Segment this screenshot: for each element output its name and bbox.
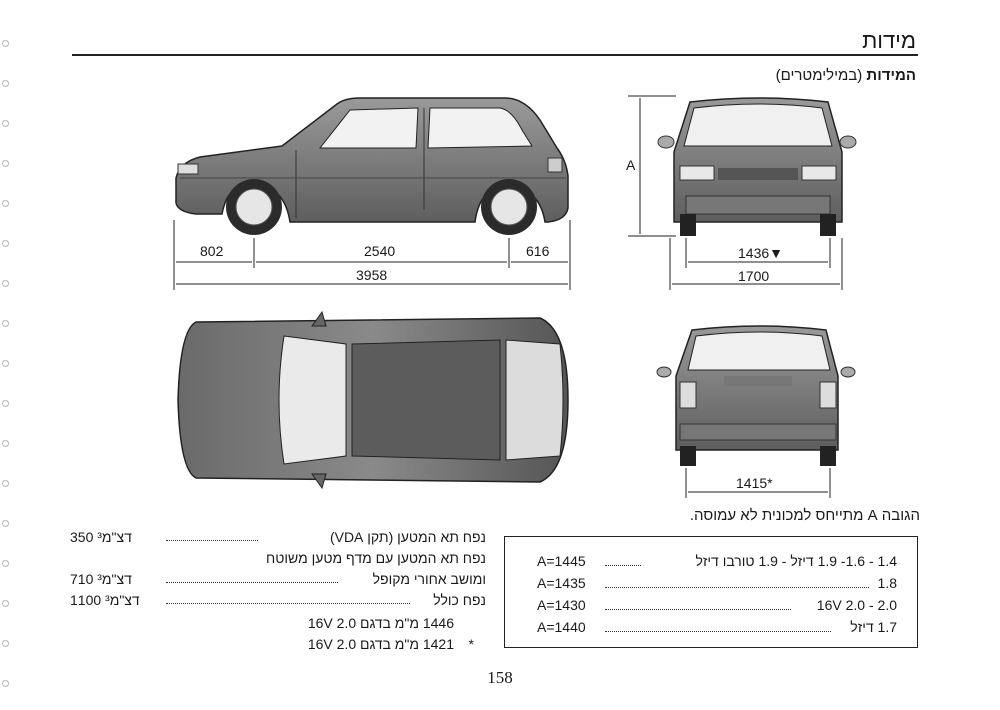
front-dimension-lines <box>628 95 843 290</box>
wheelbase-label: 2540 <box>364 243 395 259</box>
dot-leader <box>166 582 338 583</box>
volume-label: נפח תא המטען עם מדף מטען משוטח <box>266 550 486 566</box>
engine-row: A=1435 1.8 <box>505 575 917 595</box>
dot-leader <box>605 587 869 588</box>
engine-label: 1.8 <box>877 575 897 591</box>
volume-row: ומושב אחורי מקופל 710 דצ"מ³ <box>70 570 486 591</box>
rear-overhang-label: 616 <box>526 243 550 259</box>
side-dimension-lines <box>173 220 571 290</box>
section-heading: המידות (במילימטרים) <box>776 67 916 84</box>
volume-value: 350 דצ"מ³ <box>70 529 132 545</box>
section-heading-unit: (במילימטרים) <box>775 67 863 84</box>
overall-length-label: 3958 <box>356 267 387 283</box>
volume-label: ומושב אחורי מקופל <box>372 571 486 587</box>
rear-track-label: 1415* <box>736 475 773 491</box>
height-note: הגובה A מתייחס למכונית לא עמוסה. <box>689 507 920 524</box>
dot-leader <box>166 540 258 541</box>
engine-row: A=1430 2.0 - 2.0 16V <box>505 597 917 617</box>
weight-note: * 1421 מ"מ בדגם 2.0 16V <box>307 636 474 652</box>
car-rear-view <box>656 325 856 466</box>
volume-row: נפח תא המטען (תקן VDA) 350 דצ"מ³ <box>70 528 486 549</box>
weight-note-row: 1446 מ"מ בדגם 2.0 16V <box>70 612 486 633</box>
engine-height-table: A=1445 1.4 - 1.6- 1.9 דיזל - 1.9 טורבו ד… <box>504 536 918 648</box>
volume-value: 1100 דצ"מ³ <box>70 592 140 608</box>
engine-height-value: A=1445 <box>537 553 586 569</box>
dot-leader <box>605 609 791 610</box>
section-heading-text: המידות <box>866 67 916 84</box>
engine-label: 1.7 דיזל <box>850 619 897 635</box>
dot-leader <box>605 631 831 632</box>
front-overhang-label: 802 <box>200 243 224 259</box>
volume-row: נפח כולל 1100 דצ"מ³ <box>70 591 486 612</box>
engine-height-value: A=1430 <box>537 597 586 613</box>
page-title: מידות <box>862 28 916 53</box>
dot-leader <box>166 603 410 604</box>
volume-label: נפח כולל <box>433 592 486 608</box>
dot-leader <box>605 565 641 566</box>
engine-height-value: A=1440 <box>537 619 586 635</box>
height-a-label: A <box>626 157 636 173</box>
engine-row: A=1440 1.7 דיזל <box>505 619 917 639</box>
car-top-view <box>177 310 569 490</box>
weight-note-row: * 1421 מ"מ בדגם 2.0 16V <box>70 633 486 654</box>
engine-row: A=1445 1.4 - 1.6- 1.9 דיזל - 1.9 טורבו ד… <box>505 553 917 573</box>
car-side-view <box>175 97 569 235</box>
volume-row: נפח תא המטען עם מדף מטען משוטח <box>70 549 486 570</box>
engine-label: 2.0 - 2.0 16V <box>816 597 897 613</box>
title-rule <box>72 54 918 56</box>
car-front-view <box>657 97 857 236</box>
volume-label: נפח תא המטען (תקן VDA) <box>329 529 486 545</box>
weight-note: 1446 מ"מ בדגם 2.0 16V <box>308 615 454 631</box>
volume-specs: נפח תא המטען (תקן VDA) 350 דצ"מ³ נפח תא … <box>70 528 486 654</box>
spiral-binding <box>0 0 12 710</box>
weight-note-mark: * <box>468 636 474 652</box>
volume-value: 710 דצ"מ³ <box>70 571 132 587</box>
engine-height-value: A=1435 <box>537 575 586 591</box>
weight-note-text: 1421 מ"מ בדגם 2.0 16V <box>307 636 454 652</box>
engine-label: 1.4 - 1.6- 1.9 דיזל - 1.9 טורבו דיזל <box>695 553 897 569</box>
overall-width-label: 1700 <box>738 268 769 284</box>
page-number: 158 <box>487 668 513 687</box>
rear-dimension-lines <box>685 468 831 498</box>
weight-note-text: 1446 מ"מ בדגם 2.0 16V <box>307 615 454 631</box>
front-track-label: 1436▼ <box>738 245 783 261</box>
